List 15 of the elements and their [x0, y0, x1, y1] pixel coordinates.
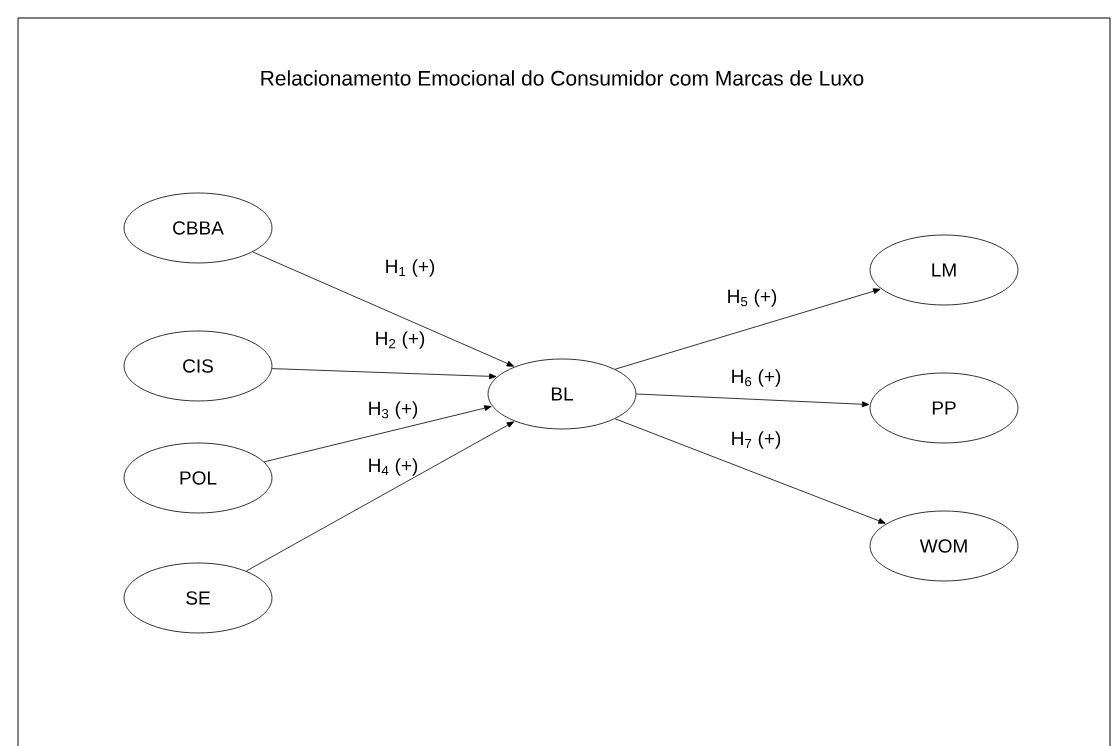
edge-label: H$_{7}$ (+) — [732, 431, 781, 449]
edge-label: H$_{4}$ (+) — [369, 458, 418, 476]
arrow — [263, 405, 492, 463]
edge-label: H$_{5}$ (+) — [728, 289, 777, 307]
edge-label: H$_{1}$ (+) — [386, 259, 435, 277]
edge-label: H$_{3}$ (+) — [369, 401, 418, 419]
arrow — [271, 368, 497, 380]
arrow — [245, 421, 515, 572]
arrow — [636, 393, 870, 408]
arrow — [252, 251, 515, 367]
arrow — [614, 418, 886, 524]
title: Relacionamento Emocional do Consumidor com Marcas de Luxo — [261, 70, 864, 86]
arrow — [614, 288, 881, 370]
edge-label: H$_{6}$ (+) — [732, 369, 781, 387]
edge-label: H$_{2}$ (+) — [376, 331, 425, 349]
